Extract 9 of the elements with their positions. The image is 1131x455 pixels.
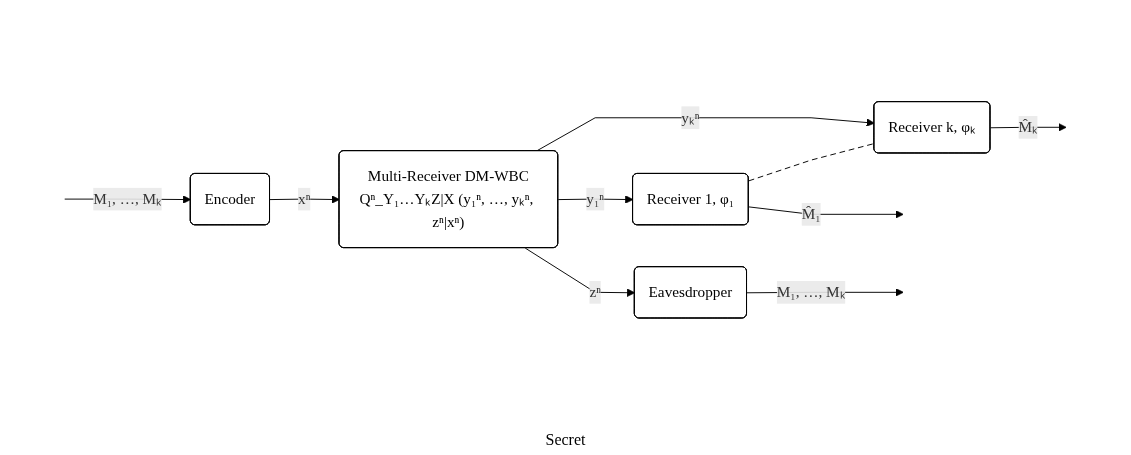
edge-label: M̂ₖ	[1018, 118, 1038, 136]
edge-label: y₁ⁿ	[586, 190, 605, 207]
note-text: Secret	[545, 431, 586, 448]
edge-label: M̂₁	[801, 205, 821, 223]
edge-label: yₖⁿ	[681, 109, 700, 126]
edge-label: M₁, …, Mₖ	[776, 283, 846, 301]
edge-label: M₁, …, Mₖ	[93, 190, 162, 207]
edge-label: xⁿ	[298, 190, 311, 207]
edge-label: zⁿ	[589, 283, 601, 301]
